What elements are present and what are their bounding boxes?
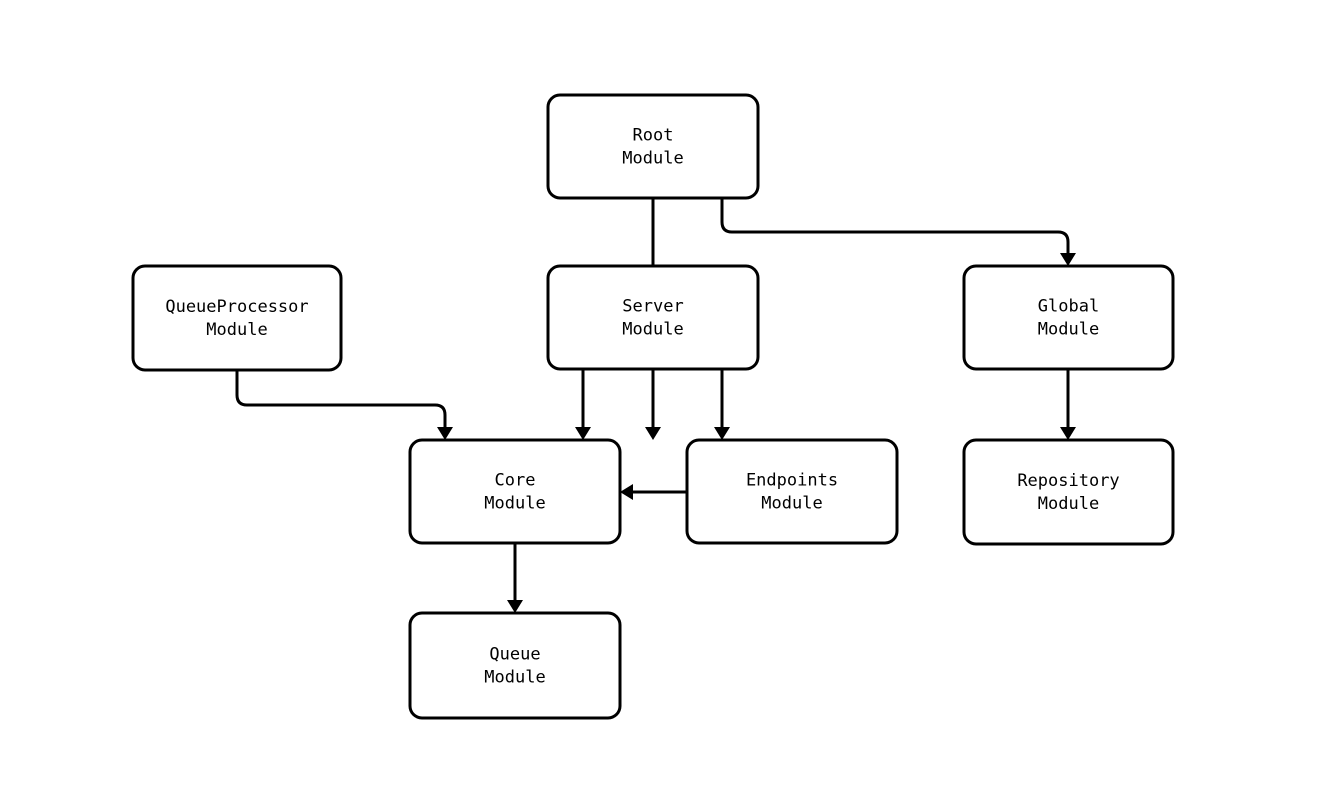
root-module-label-line1: Root [633,126,674,146]
edge-queueprocessor-to-core-line [235,370,447,428]
core-module-label-line1: Core [495,471,536,491]
repository-module-label-line1: Repository [1017,471,1119,491]
edge-endpoints-to-core-arrowhead-icon [620,484,633,500]
endpoints-module-label-line2: Module [761,494,822,514]
edge-server-to-core-arrowhead-icon [575,427,591,440]
server-module-box[interactable] [546,264,760,371]
server-module-label-line2: Module [622,320,683,340]
edge-global-to-repository-arrowhead-icon [1060,427,1076,440]
edge-server-to-endpoints-arrowhead-icon [714,427,730,440]
edge-global-to-repository: Global Module -> Repository Module [1060,369,1076,440]
queueprocessor-module-label-line2: Module [206,320,267,340]
edge-root-to-server-arrowhead-icon [645,427,661,440]
endpoints-module-box[interactable] [685,438,899,545]
queueprocessor-module-label-line1: QueueProcessor [165,297,308,317]
global-module-label-line2: Module [1038,320,1099,340]
repository-module-box[interactable] [962,438,1175,546]
queue-module-label-line2: Module [484,668,545,688]
core-module-box[interactable] [408,438,622,545]
edge-root-to-global-line [720,198,1070,254]
server-module-label-line1: Server [622,297,683,317]
edge-root-to-global-arrowhead-icon [1060,253,1076,266]
queue-module-label-line1: Queue [489,645,540,665]
global-module-label-line1: Global [1038,297,1099,317]
root-module-label-line2: Module [622,149,683,169]
edge-server-to-core: Server Module -> Core Module [575,369,591,440]
nodes-layer: RootModuleQueueProcessorModuleServerModu… [131,93,1175,720]
edge-root-to-global: Root Module -> Global Module [720,198,1076,266]
endpoints-module-label-line1: Endpoints [746,471,838,491]
core-module-label-line2: Module [484,494,545,514]
queue-module-box[interactable] [408,611,622,720]
edges-layer: Root Module -> Server ModuleRoot Module … [235,198,1076,613]
edge-server-to-endpoints: Server Module -> Endpoints Module [714,369,730,440]
root-module-box[interactable] [546,93,760,200]
queueprocessor-module-box[interactable] [131,264,343,372]
edge-queueprocessor-to-core-arrowhead-icon [437,427,453,440]
repository-module-label-line2: Module [1038,494,1099,514]
edge-core-to-queue-arrowhead-icon [507,600,523,613]
edge-endpoints-to-core: Endpoints Module -> Core Module [620,484,687,500]
edge-core-to-queue: Core Module -> Queue Module [507,543,523,613]
edge-queueprocessor-to-core: QueueProcessor Module -> Core Module [235,370,453,440]
global-module-box[interactable] [962,264,1175,371]
